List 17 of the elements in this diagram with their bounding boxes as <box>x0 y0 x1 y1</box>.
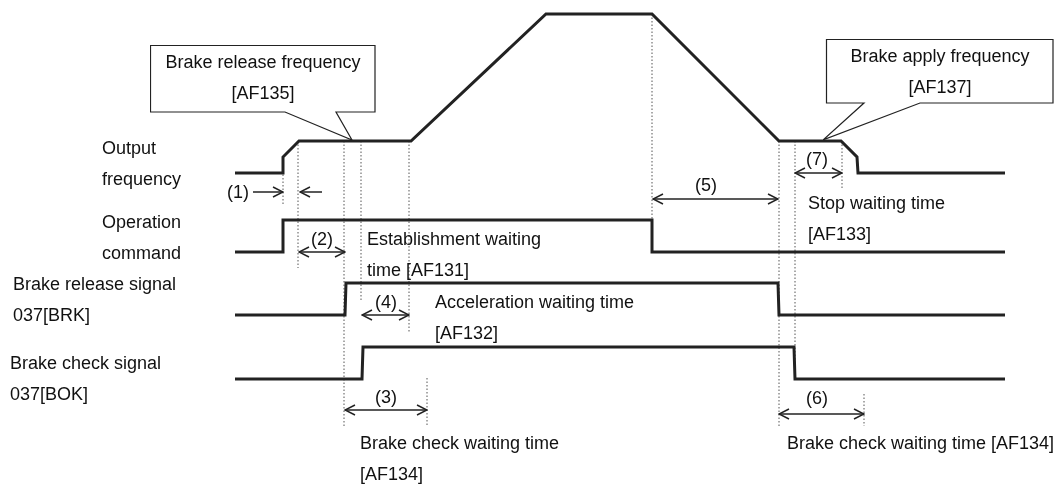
signal-label: Brake release signal 037[BRK] <box>13 273 178 327</box>
callout-number: (3) <box>375 386 397 409</box>
callout-number: (5) <box>695 174 717 197</box>
timing-label: Acceleration waiting time [AF132] <box>435 291 636 345</box>
callout-box: Brake release frequency [AF135] <box>150 45 376 142</box>
callout-number: (2) <box>311 228 333 251</box>
callout-box: Brake apply frequency [AF137] <box>823 39 1054 142</box>
signal-label: Operation command <box>102 211 183 265</box>
callout-number: (4) <box>375 291 397 314</box>
callout-number: (7) <box>806 148 828 171</box>
timing-label: Establishment waiting time [AF131] <box>367 228 543 282</box>
signal-label: Brake check signal 037[BOK] <box>10 352 163 406</box>
timing-label: Brake check waiting time [AF134] <box>360 432 561 486</box>
callout-number: (6) <box>806 387 828 410</box>
callout-number: (1) <box>227 181 249 204</box>
timing-label: Stop waiting time [AF133] <box>808 192 947 246</box>
timing-label: Brake check waiting time [AF134] <box>787 432 1055 455</box>
